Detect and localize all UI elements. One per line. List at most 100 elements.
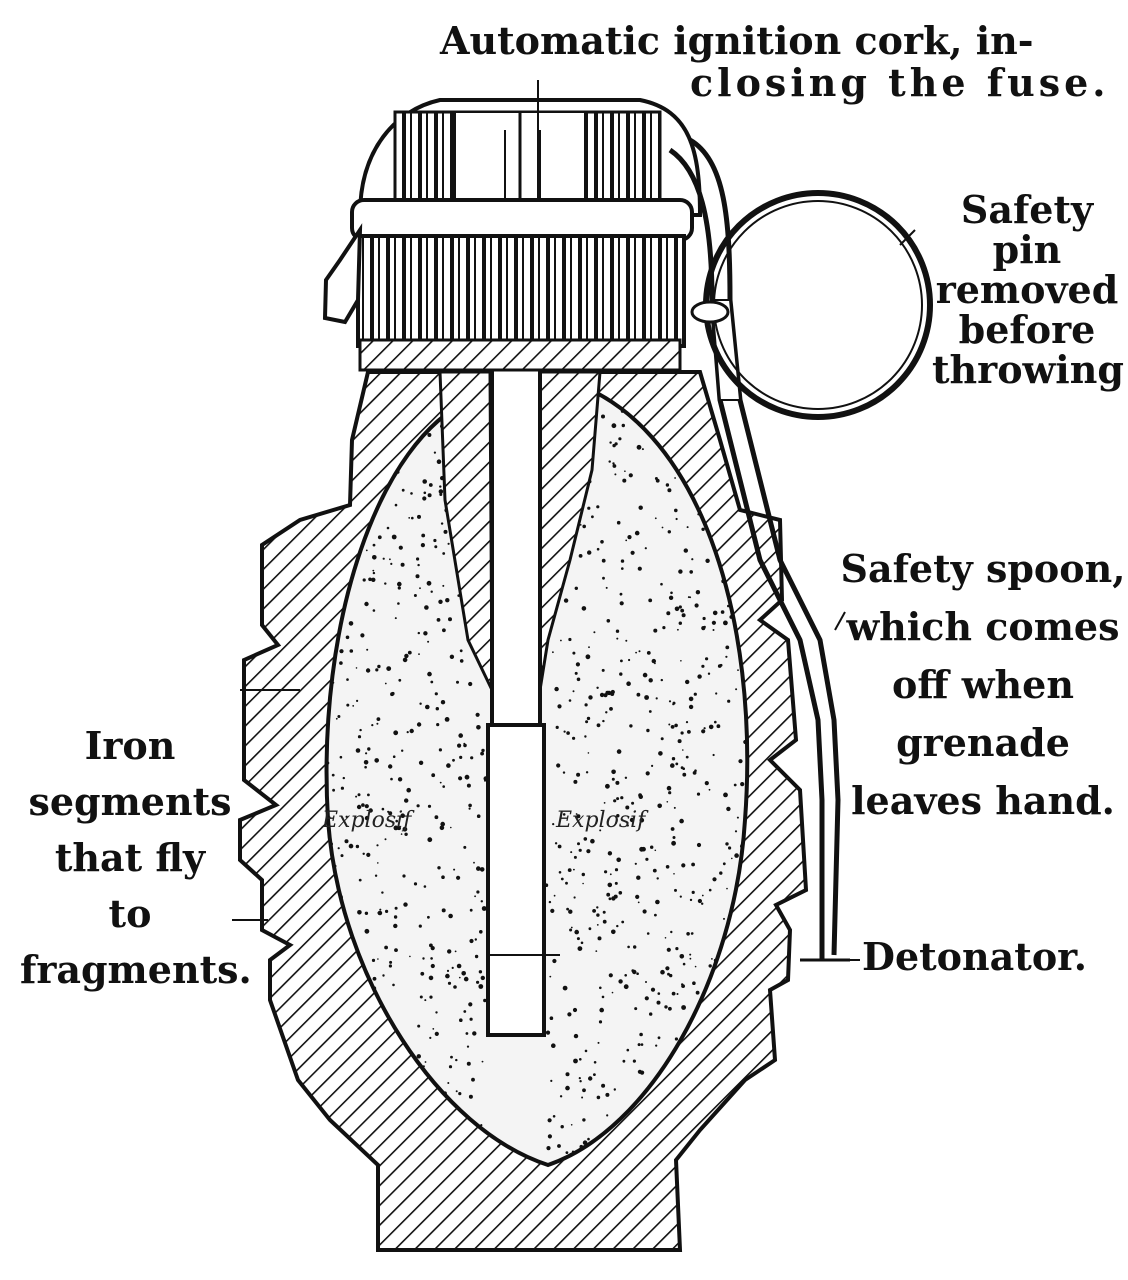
explosive-stipple-dot — [729, 615, 733, 619]
explosive-stipple-dot — [419, 703, 421, 705]
explosive-stipple-dot — [613, 464, 617, 468]
explosive-stipple-dot — [427, 641, 429, 643]
explosive-stipple-dot — [720, 664, 723, 667]
explosive-stipple-dot — [686, 756, 689, 759]
explosive-stipple-dot — [419, 925, 422, 928]
explosive-stipple-dot — [670, 592, 673, 595]
explosive-stipple-dot — [420, 996, 423, 999]
explosive-stipple-dot — [563, 771, 565, 773]
explosive-stipple-dot — [559, 871, 562, 874]
explosive-stipple-dot — [638, 1043, 641, 1046]
explosive-stipple-dot — [554, 895, 556, 897]
explosive-stipple-dot — [653, 629, 657, 633]
explosive-stipple-dot — [333, 682, 335, 684]
explosive-stipple-dot — [373, 977, 377, 981]
explosive-stipple-dot — [681, 984, 685, 988]
explosive-stipple-dot — [669, 596, 673, 600]
explosive-stipple-dot — [470, 1018, 473, 1021]
explosive-stipple-dot — [478, 984, 483, 989]
explosive-stipple-dot — [480, 867, 485, 872]
explosive-stipple-dot — [709, 889, 712, 892]
explosive-stipple-dot — [723, 862, 726, 865]
explosive-stipple-dot — [608, 883, 613, 888]
explosive-stipple-dot — [608, 851, 612, 855]
explosive-stipple-dot — [715, 692, 717, 694]
explosive-stipple-dot — [440, 782, 442, 784]
explosive-stipple-dot — [733, 418, 737, 422]
explosive-stipple-dot — [606, 893, 610, 897]
explosive-stipple-dot — [625, 540, 627, 542]
explosive-stipple-dot — [621, 567, 624, 570]
explosive-stipple-dot — [675, 763, 678, 766]
label-safety-pin-line4: before — [932, 310, 1122, 350]
explosive-stipple-dot — [636, 876, 640, 880]
explosive-stipple-dot — [675, 947, 678, 950]
explosive-stipple-dot — [339, 649, 343, 653]
explosive-stipple-dot — [430, 957, 433, 960]
explosive-stipple-dot — [469, 939, 473, 943]
explosive-stipple-dot — [366, 668, 370, 672]
explosive-stipple-dot — [448, 982, 451, 985]
explosive-stipple-dot — [705, 657, 708, 660]
explosive-stipple-dot — [641, 1043, 644, 1046]
explosive-stipple-dot — [429, 944, 433, 948]
explosive-stipple-dot — [615, 781, 619, 785]
explosive-stipple-dot — [612, 778, 615, 781]
explosive-stipple-dot — [560, 640, 562, 642]
label-safety-pin-line2: pin — [932, 230, 1122, 270]
explosive-stipple-dot — [421, 543, 425, 547]
explosive-stipple-dot — [444, 530, 448, 534]
explosive-stipple-dot — [455, 951, 457, 953]
explosive-stipple-dot — [365, 929, 370, 934]
explosive-stipple-dot — [648, 599, 652, 603]
explosive-stipple-dot — [690, 958, 692, 960]
explosive-stipple-dot — [407, 731, 409, 733]
explosive-stipple-dot — [552, 651, 554, 653]
explosive-stipple-dot — [386, 666, 391, 671]
explosive-stipple-dot — [612, 423, 617, 428]
explosive-stipple-dot — [609, 973, 613, 977]
explosive-stipple-dot — [406, 788, 411, 793]
explosive-stipple-dot — [633, 945, 636, 948]
explosive-stipple-dot — [473, 862, 475, 864]
explosive-stipple-dot — [680, 609, 684, 613]
explosive-stipple-dot — [419, 761, 423, 765]
explosive-stipple-dot — [475, 938, 477, 940]
explosive-stipple-dot — [566, 1072, 570, 1076]
explosive-stipple-dot — [422, 957, 424, 959]
explosive-stipple-dot — [627, 1049, 630, 1052]
explosive-stipple-dot — [564, 731, 566, 733]
ignition-cork — [360, 100, 700, 215]
explosive-stipple-dot — [387, 527, 390, 530]
explosive-stipple-dot — [365, 752, 367, 754]
explosive-stipple-dot — [649, 710, 652, 713]
explosive-stipple-dot — [667, 488, 671, 492]
explosive-stipple-dot — [392, 984, 395, 987]
explosive-stipple-dot — [472, 1031, 476, 1035]
explosive-stipple-dot — [662, 626, 665, 629]
explosive-stipple-dot — [424, 999, 426, 1001]
explosive-stipple-dot — [367, 747, 370, 750]
explosive-stipple-dot — [566, 1151, 569, 1154]
explosive-stipple-dot — [442, 628, 446, 632]
explosive-stipple-dot — [606, 587, 608, 589]
explosive-stipple-dot — [599, 1008, 604, 1013]
explosive-stipple-dot — [698, 899, 702, 903]
explosive-stipple-dot — [453, 869, 455, 871]
explosive-stipple-dot — [590, 839, 595, 844]
explosive-stipple-dot — [554, 687, 558, 691]
explosive-stipple-dot — [697, 843, 701, 847]
explosive-stipple-dot — [734, 784, 737, 787]
explosive-stipple-dot — [436, 707, 439, 710]
explosive-stipple-dot — [631, 802, 634, 805]
explosive-stipple-dot — [599, 987, 602, 990]
explosive-stipple-dot — [609, 460, 611, 462]
explosive-stipple-dot — [339, 437, 343, 441]
explosive-stipple-dot — [651, 765, 653, 767]
explosive-stipple-dot — [553, 1115, 556, 1118]
explosive-stipple-dot — [638, 902, 640, 904]
explosive-stipple-dot — [344, 407, 348, 411]
explosive-stipple-dot — [402, 489, 405, 492]
explosive-stipple-dot — [695, 966, 697, 968]
explosive-stipple-dot — [615, 868, 618, 871]
